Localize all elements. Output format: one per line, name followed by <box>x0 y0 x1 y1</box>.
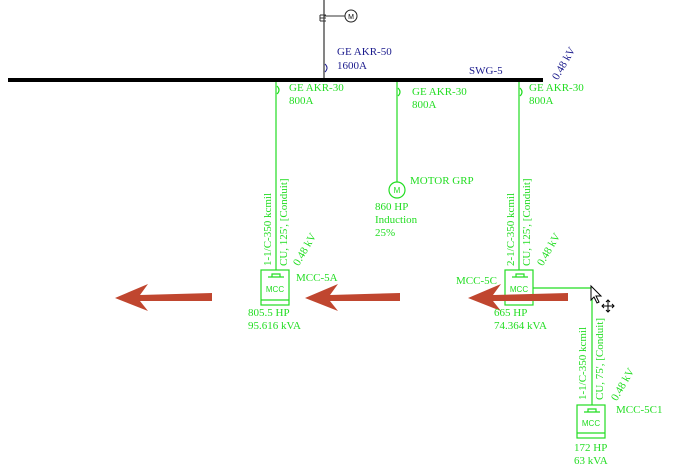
feeder-1-rating: 800A <box>289 95 314 107</box>
mcc-5c1-kva: 63 kVA <box>574 455 608 467</box>
mcc-5c1-cable-size: 1-1/C-350 kcmil <box>577 326 589 400</box>
feeder-2-rating: 800A <box>412 99 437 111</box>
mcc-5a-box[interactable] <box>260 269 290 306</box>
motor-grp-type: Induction <box>375 214 418 226</box>
mcc-5c-kva: 74.364 kVA <box>494 320 547 332</box>
mcc-5c-symbol: MCC <box>510 285 528 294</box>
feeder-3-rating: 800A <box>529 95 554 107</box>
mcc-5c1-name: MCC-5C1 <box>616 404 663 416</box>
breaker-icon-1[interactable] <box>276 85 280 95</box>
bus-swg-5[interactable] <box>8 78 543 82</box>
left-arrow-icon <box>115 284 212 311</box>
left-arrow-icon <box>468 284 568 311</box>
breaker-icon-2[interactable] <box>397 87 401 97</box>
mcc-5c1-symbol: MCC <box>582 419 600 428</box>
feeder-2-breaker: GE AKR-30 <box>412 86 467 98</box>
motor-letter: M <box>394 186 401 195</box>
bus-name: SWG-5 <box>469 65 503 77</box>
annotation-arrows <box>115 284 568 311</box>
feeder-1-breaker: GE AKR-30 <box>289 82 344 94</box>
main-breaker-name: GE AKR-50 <box>337 46 392 58</box>
move-cursor-icon <box>601 299 615 313</box>
mcc-5c-cable-desc: CU, 125', [Conduit] <box>521 178 533 266</box>
mcc-5a-cable-size: 1-1/C-350 kcmil <box>262 192 274 266</box>
mcc-5c1-cable-desc: CU, 75', [Conduit] <box>594 317 606 400</box>
feeder-3-breaker: GE AKR-30 <box>529 82 584 94</box>
meter-motor-icon[interactable] <box>344 9 358 23</box>
motor-grp-icon[interactable] <box>388 181 406 199</box>
mcc-5a-kva: 95.616 kVA <box>248 320 301 332</box>
mcc-5a-cable-desc: CU, 125', [Conduit] <box>278 178 290 266</box>
motor-grp-name: MOTOR GRP <box>410 175 474 187</box>
mcc-5a-name: MCC-5A <box>296 272 338 284</box>
mcc-5c-name: MCC-5C <box>456 275 497 287</box>
meter-motor-letter: M <box>348 14 354 21</box>
mcc-5a-hp: 805.5 HP <box>248 307 290 319</box>
ct-icon <box>319 14 326 22</box>
mcc-5c1-box[interactable] <box>576 404 606 439</box>
motor-grp-pct: 25% <box>375 227 396 239</box>
mouse-cursor-icon <box>590 284 603 304</box>
motor-grp-hp: 860 HP <box>375 201 409 213</box>
mcc-5c1-hp: 172 HP <box>574 442 608 454</box>
mcc-5a-symbol: MCC <box>266 285 284 294</box>
mcc-5c-hp: 665 HP <box>494 307 528 319</box>
main-breaker-icon[interactable] <box>324 63 328 73</box>
main-breaker-rating: 1600A <box>337 60 367 72</box>
left-arrow-icon <box>305 284 400 311</box>
breaker-icon-3[interactable] <box>519 87 523 97</box>
mcc-5c-cable-size: 2-1/C-350 kcmil <box>505 192 517 266</box>
